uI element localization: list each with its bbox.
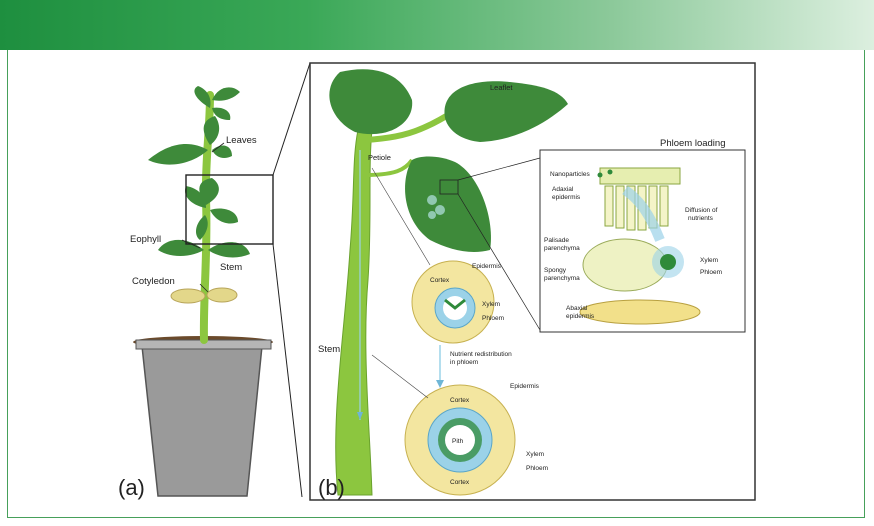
panel-a-tag: (a) (118, 475, 145, 500)
stem-section (404, 384, 516, 496)
leaf (148, 144, 208, 165)
petiole-section (411, 260, 495, 344)
redistribution-arrow-head (436, 380, 444, 388)
label-nutrients: nutrients (688, 215, 714, 222)
flow-arrow (357, 412, 363, 420)
zoom-line-top (272, 62, 311, 176)
connector-line (371, 354, 429, 399)
petiole (364, 158, 414, 177)
leaf (203, 116, 220, 145)
header-bar (0, 0, 874, 50)
label-stem-b: Stem (318, 344, 340, 355)
label-stem-cortex-top: Cortex (450, 397, 470, 404)
petiole-xylem (444, 298, 466, 310)
label-spongy: Spongy (544, 267, 567, 274)
leader-line (199, 283, 209, 293)
panel-b-tag: (b) (318, 475, 345, 500)
label-in-phloem: in phloem (450, 359, 478, 366)
label-leaflet: Leaflet (490, 83, 513, 92)
leaf (212, 107, 231, 120)
label-nanoparticles: Nanoparticles (550, 171, 590, 178)
palisade-cell (659, 185, 669, 227)
figure-frame (7, 50, 865, 518)
eophyll-left (158, 239, 204, 256)
leaf-zoom-box (439, 179, 459, 195)
adaxial-epidermis (599, 167, 681, 185)
label-leaf-xylem: Xylem (700, 257, 718, 264)
nanoparticle-dot (597, 172, 603, 178)
xylem-bundle (660, 254, 676, 270)
cotyledon-left (170, 288, 206, 304)
leaf-section-cells (579, 167, 701, 325)
label-stem-phloem: Phloem (526, 465, 548, 472)
label-stem-epidermis: Epidermis (510, 383, 540, 390)
eophyll-right (208, 242, 250, 258)
leaf (199, 178, 219, 205)
label-stem: Stem (220, 262, 242, 273)
nanoparticle-spot (427, 195, 437, 205)
connector-line (371, 167, 431, 266)
label-stem-xylem: Xylem (526, 451, 544, 458)
label-adaxial-epidermis: epidermis (552, 194, 581, 201)
palisade-cell (626, 185, 636, 231)
label-petiole-xylem: Xylem (482, 301, 500, 308)
label-adaxial: Adaxial (552, 186, 574, 193)
label-petiole-phloem: Phloem (482, 315, 504, 322)
label-cotyledon: Cotyledon (132, 276, 175, 287)
label-spongy-parenchyma: parenchyma (544, 275, 580, 282)
cotyledon-right (206, 287, 238, 303)
nanoparticle-spot (428, 211, 436, 219)
panel-b: Phloem loading Nanoparticles Adaxial epi… (309, 62, 756, 501)
label-petiole: Petiole (368, 153, 391, 162)
zoom-line-bottom (272, 243, 303, 498)
leaf (212, 145, 232, 158)
label-palisade: Palisade (544, 237, 569, 244)
stem-pith (445, 425, 475, 455)
label-leaf-phloem: Phloem (700, 269, 722, 276)
leaf (210, 208, 238, 224)
label-abaxial-epidermis: epidermis (566, 313, 595, 320)
palisade-cell (604, 185, 614, 227)
label-pith: Pith (452, 438, 464, 445)
nanoparticle-dot (607, 169, 613, 175)
label-petiole-cortex: Cortex (430, 277, 450, 284)
label-abaxial: Abaxial (566, 305, 588, 312)
label-palisade-parenchyma: parenchyma (544, 245, 580, 252)
leaflet (444, 81, 568, 142)
panel-a: Leaves Eophyll Stem Cotyledon (a) (118, 62, 311, 500)
leaf-large-left (329, 69, 413, 135)
leaf-zoom-line (457, 193, 541, 331)
pot (141, 345, 263, 497)
label-diffusion: Diffusion of (685, 207, 718, 214)
leaf (194, 86, 211, 108)
leaf-zoom-line (457, 157, 541, 181)
zoom-box (185, 174, 274, 245)
label-stem-cortex-bottom: Cortex (450, 479, 470, 486)
label-petiole-epidermis: Epidermis (472, 263, 502, 270)
leader-line (181, 239, 201, 249)
palisade-cell (615, 185, 625, 229)
leaf-lower (405, 156, 491, 252)
nutrient-diffusion-path (622, 185, 665, 242)
leader-line (211, 142, 225, 153)
label-nutrient-redistribution: Nutrient redistribution (450, 351, 512, 358)
label-phloem-loading: Phloem loading (660, 138, 726, 149)
leaf (195, 215, 208, 240)
abaxial-epidermis (579, 299, 701, 325)
nanoparticle-spot (435, 205, 445, 215)
label-eophyll: Eophyll (130, 234, 161, 245)
petiole (364, 112, 450, 143)
leaf (212, 87, 240, 101)
leaf (184, 186, 206, 208)
label-leaves: Leaves (226, 135, 257, 146)
